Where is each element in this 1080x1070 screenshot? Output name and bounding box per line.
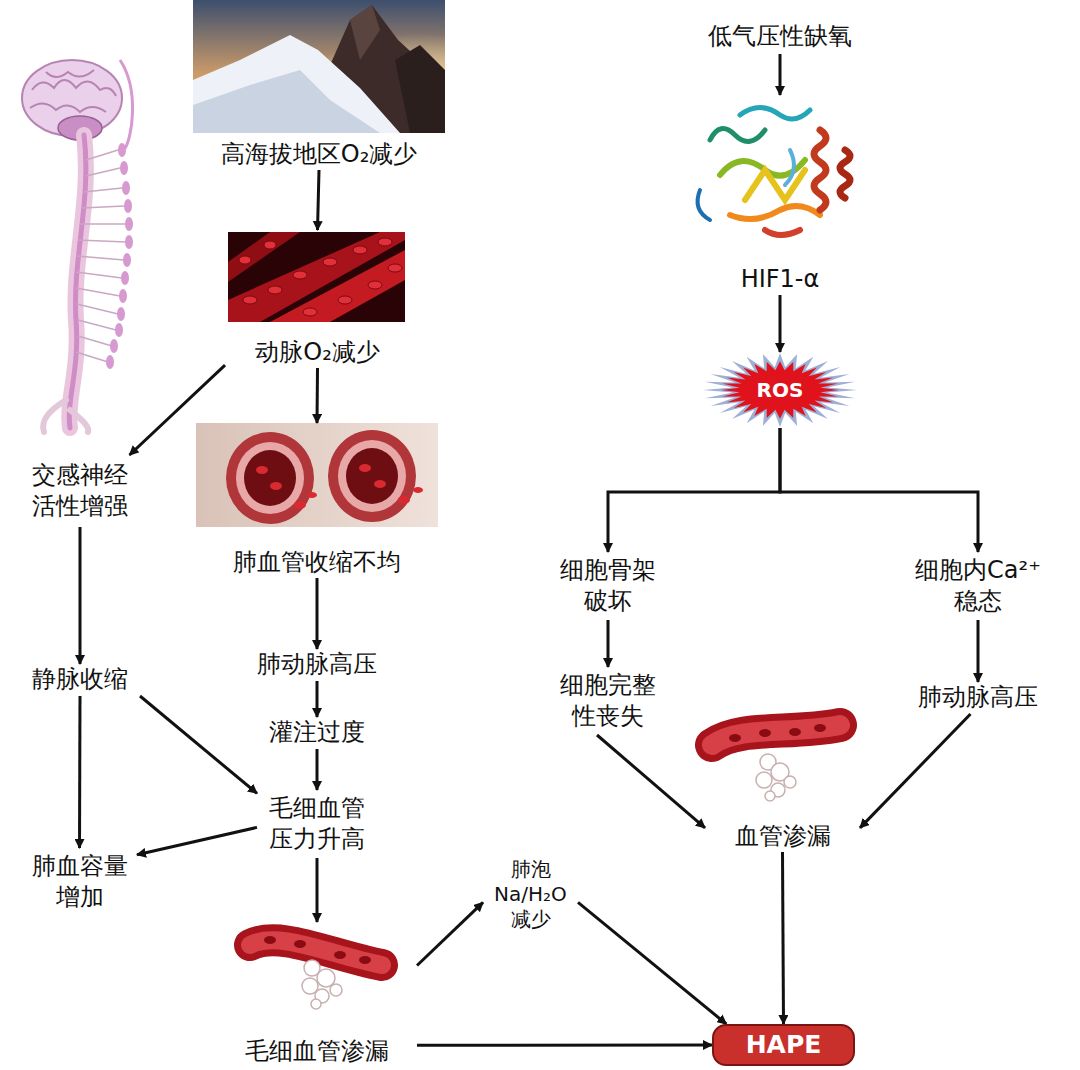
flow-arrow — [779, 54, 782, 95]
outcome-box: HAPE — [712, 1024, 855, 1066]
process-text: 细胞骨架 破坏 — [553, 552, 663, 620]
process-text: 肺泡 Na/H₂O 减少 — [483, 852, 578, 936]
blood-vessel-photo — [228, 232, 405, 322]
leaking-vessel — [712, 724, 840, 801]
node-text: 动脉O₂减少 — [255, 337, 380, 368]
process-text: 细胞内Ca²⁺ 稳态 — [913, 552, 1043, 620]
flow-arrow — [318, 170, 320, 230]
node-text: 细胞骨架 破坏 — [553, 555, 663, 617]
flow-arrow — [316, 749, 319, 790]
flow-arrow — [417, 1044, 712, 1047]
flow-arrow — [783, 852, 784, 1024]
image-caption-node: 毛细血管渗漏 — [217, 922, 417, 1067]
node-text: 血管渗漏 — [735, 821, 831, 852]
process-text: 静脉收缩 — [20, 664, 140, 696]
image-caption-node: 血管渗漏 — [705, 718, 860, 852]
image-caption-node: 高海拔地区O₂减少 — [193, 0, 445, 170]
node-text: 静脉收缩 — [32, 664, 128, 695]
nervous-system-illustration — [22, 60, 133, 432]
image-caption-node: 动脉O₂减少 — [225, 230, 410, 368]
starburst-core — [721, 361, 839, 419]
flow-arrow — [316, 858, 319, 922]
flow-arrow — [578, 902, 726, 1024]
flow-arrow — [779, 295, 782, 352]
flow-arrow — [977, 620, 980, 682]
flow-arrow — [597, 735, 705, 828]
node-text: HAPE — [746, 1029, 822, 1062]
node-text: 肺泡 Na/H₂O 减少 — [483, 857, 578, 932]
mountain-photo — [193, 0, 445, 133]
leaking-capillary — [250, 936, 382, 1009]
image-caption-node: 肺血管收缩不均 — [196, 423, 438, 578]
node-text: 细胞内Ca²⁺ 稳态 — [913, 555, 1043, 617]
flow-arrow — [316, 578, 319, 649]
node-text: 交感神经 活性增强 — [25, 460, 135, 522]
flow-arrow — [417, 902, 483, 965]
process-text: 肺动脉高压 — [903, 682, 1053, 714]
flow-arrow — [140, 696, 257, 793]
process-text: 细胞完整 性丧失 — [553, 667, 663, 735]
node-text: HIF1-α — [741, 264, 820, 295]
node-text: 毛细血管 压力升高 — [257, 793, 377, 855]
process-text: 肺血容量 增加 — [22, 848, 137, 916]
flow-arrow — [137, 827, 257, 854]
node-text: 肺血容量 增加 — [22, 851, 137, 913]
protein-structure — [698, 108, 850, 236]
flow-arrow — [608, 428, 780, 552]
node-text: 低气压性缺氧 — [708, 21, 852, 52]
flow-arrow — [316, 681, 319, 717]
node-text: 肺动脉高压 — [918, 682, 1038, 713]
ros-burst: ROS — [702, 352, 858, 428]
artery-cross-section — [196, 423, 438, 527]
node-text: 毛细血管渗漏 — [245, 1036, 389, 1067]
node-text: ROS — [757, 377, 804, 403]
starburst-spikes — [703, 353, 857, 427]
node-text: 灌注过度 — [269, 717, 365, 748]
node-text: 高海拔地区O₂减少 — [221, 139, 418, 170]
process-text: 肺动脉高压 — [247, 649, 387, 681]
node-text: 肺血管收缩不均 — [233, 547, 401, 578]
node-text: 肺动脉高压 — [257, 649, 377, 680]
process-text: 毛细血管 压力升高 — [257, 790, 377, 858]
image-caption-node: HIF1-α — [695, 95, 865, 295]
process-text: 低气压性缺氧 — [680, 20, 880, 54]
flow-arrow — [79, 527, 82, 664]
process-text: 灌注过度 — [257, 717, 377, 749]
flow-arrow — [316, 368, 320, 423]
node-text: 细胞完整 性丧失 — [553, 670, 663, 732]
flow-arrow — [130, 365, 226, 455]
flow-arrow — [607, 620, 610, 667]
flow-arrow — [780, 428, 978, 552]
flow-arrow — [78, 696, 82, 848]
flow-arrow — [860, 714, 971, 828]
process-text: 交感神经 活性增强 — [25, 455, 135, 527]
